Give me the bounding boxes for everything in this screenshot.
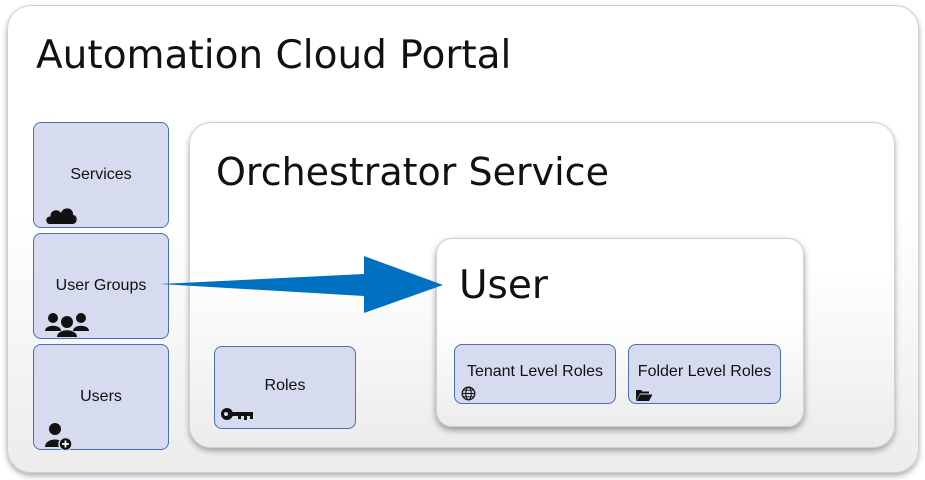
roles-box: Roles [214,346,356,429]
folder-level-roles-box: Folder Level Roles [628,344,781,404]
add-user-icon [45,423,73,451]
services-box: Services [33,122,169,228]
portal-title: Automation Cloud Portal [36,33,512,78]
user-title: User [459,263,548,308]
globe-icon [461,386,476,401]
cloud-icon [46,208,77,224]
tenant-level-roles-label: Tenant Level Roles [466,363,604,380]
user-groups-label: User Groups [55,277,147,294]
group-icon [45,313,89,337]
users-label: Users [80,388,122,405]
orchestrator-title: Orchestrator Service [216,150,609,194]
users-box: Users [33,344,169,451]
services-label: Services [70,166,132,183]
folder-open-icon [636,390,653,401]
key-icon [221,408,253,420]
folder-level-roles-label: Folder Level Roles [637,363,772,380]
user-groups-box: User Groups [33,233,169,339]
tenant-level-roles-box: Tenant Level Roles [454,344,616,404]
roles-label: Roles [264,377,306,394]
